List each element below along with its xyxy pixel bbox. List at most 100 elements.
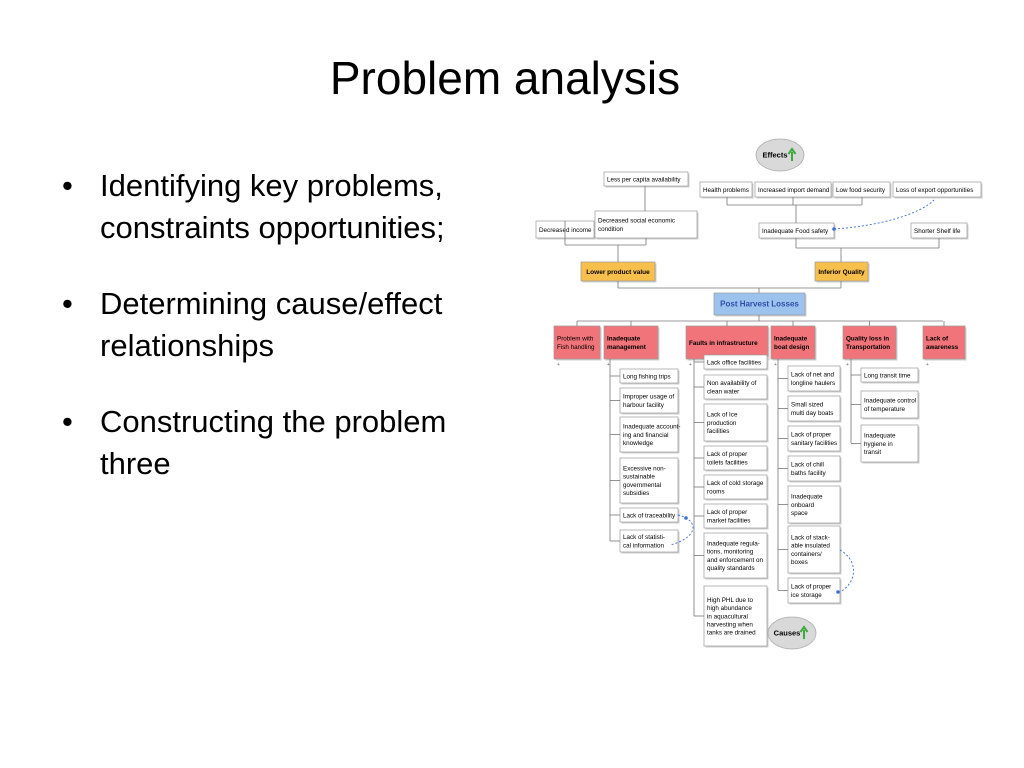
bullet-text: Constructing the problem three bbox=[100, 404, 447, 481]
boat-design-cause: Lack of stack-able insulatedcontainers/b… bbox=[787, 525, 842, 575]
box-frame bbox=[787, 455, 841, 482]
box-frame bbox=[787, 525, 841, 574]
box-text: production bbox=[707, 420, 737, 427]
management-cause: Excessive non-sustainablegovernmentalsub… bbox=[619, 457, 680, 505]
box-text: tions, monitoring bbox=[707, 549, 754, 556]
box-frame bbox=[603, 171, 689, 187]
box-frame bbox=[860, 424, 919, 463]
bullet-list: •Identifying key problems, constraints o… bbox=[62, 165, 492, 519]
box-text: Long fishing trips bbox=[623, 373, 671, 380]
box-text: Lack of stack- bbox=[791, 535, 830, 542]
box-text: Increased import demand bbox=[758, 187, 830, 194]
link-endpoint bbox=[832, 227, 836, 231]
box-text: Lack of Ice bbox=[707, 412, 738, 419]
box-text: Shorter Shelf life bbox=[914, 228, 961, 235]
effect-loss-export: Loss of export opportunities bbox=[892, 181, 983, 199]
box-text: Lower product value bbox=[586, 269, 650, 276]
box-frame bbox=[699, 181, 753, 198]
box-text: Inadequate regula- bbox=[707, 541, 760, 548]
box-frame bbox=[603, 325, 659, 360]
box-frame bbox=[787, 485, 841, 524]
effect-increased-import-demand: Increased import demand bbox=[754, 181, 833, 199]
box-text: governmental bbox=[623, 482, 661, 489]
box-text: Inadequate control bbox=[864, 398, 916, 405]
box-frame bbox=[832, 181, 891, 198]
oval-label: Effects bbox=[762, 151, 787, 160]
box-text: Health problems bbox=[703, 187, 749, 194]
box-frame bbox=[703, 445, 768, 471]
box-text: Non availability of bbox=[707, 380, 757, 387]
box-text: facilities bbox=[707, 428, 729, 435]
box-text: Lack of proper bbox=[791, 432, 831, 439]
box-text: Small sized bbox=[791, 402, 824, 409]
box-frame bbox=[594, 210, 698, 239]
up-arrow-icon bbox=[799, 625, 809, 639]
box-text: Low food security bbox=[836, 187, 886, 194]
box-frame bbox=[787, 395, 841, 422]
bullet-item: •Constructing the problem three bbox=[62, 401, 492, 485]
box-text: Faults in infrastructure bbox=[689, 340, 758, 347]
box-frame bbox=[922, 325, 966, 360]
expand-marker-icon: + bbox=[689, 362, 692, 368]
box-text: boat design bbox=[774, 344, 809, 351]
box-frame bbox=[713, 292, 806, 316]
causes-oval: Causes bbox=[767, 616, 817, 650]
box-frame bbox=[703, 585, 768, 647]
box-frame bbox=[703, 503, 768, 529]
box-text: clean water bbox=[707, 388, 739, 395]
box-text: Inadequate bbox=[607, 336, 641, 343]
box-text: Inadequate Food safety bbox=[762, 228, 829, 235]
core-problem-post-harvest-losses: Post Harvest Losses bbox=[713, 292, 807, 317]
box-text: transit bbox=[864, 449, 881, 456]
box-text: onboard bbox=[791, 502, 815, 509]
box-text: high abundance bbox=[707, 605, 752, 612]
box-text: rooms bbox=[707, 488, 725, 495]
effect-inadequate-food-safety: Inadequate Food safety bbox=[758, 222, 836, 240]
bullet-dot-icon: • bbox=[62, 168, 73, 203]
box-text: Transportation bbox=[846, 344, 890, 351]
box-text: Inadequate account- bbox=[623, 424, 680, 431]
box-text: sanitary facilities bbox=[791, 440, 837, 447]
effect-health-problems: Health problems bbox=[699, 181, 754, 199]
box-frame bbox=[553, 325, 601, 360]
bullet-item: •Identifying key problems, constraints o… bbox=[62, 165, 492, 249]
box-frame bbox=[842, 325, 897, 360]
up-arrow-icon bbox=[787, 147, 797, 161]
box-text: Lack of proper bbox=[707, 509, 747, 516]
box-text: multi day boats bbox=[791, 410, 833, 417]
box-frame bbox=[619, 387, 679, 414]
box-text: Fish handling bbox=[557, 344, 595, 351]
box-text: subsidies bbox=[623, 490, 649, 497]
effect-decreased-income: Decreased income bbox=[535, 220, 596, 240]
box-text: Lack of net and bbox=[791, 372, 835, 379]
box-text: sustainable bbox=[623, 474, 655, 481]
box-text: condition bbox=[598, 226, 624, 233]
management-cause: Long fishing trips bbox=[619, 368, 680, 385]
box-text: Decreased income bbox=[539, 227, 592, 234]
box-text: longline haulers bbox=[791, 380, 835, 387]
box-text: High PHL due to bbox=[707, 597, 753, 604]
box-text: cal information bbox=[623, 542, 664, 549]
expand-marker-icon: + bbox=[846, 362, 849, 368]
box-text: Inadequate bbox=[774, 336, 808, 343]
box-text: ice storage bbox=[791, 592, 822, 599]
box-text: Loss of export opportunities bbox=[896, 187, 973, 194]
box-text: Quality loss in bbox=[846, 336, 889, 343]
box-text: Long transit time bbox=[864, 372, 911, 379]
box-text: Lack of bbox=[926, 336, 949, 343]
expand-marker-icon: + bbox=[557, 362, 560, 368]
box-text: Lack of proper bbox=[707, 451, 747, 458]
oval-shape bbox=[755, 138, 805, 172]
management-cause: Lack of traceability bbox=[619, 507, 680, 524]
